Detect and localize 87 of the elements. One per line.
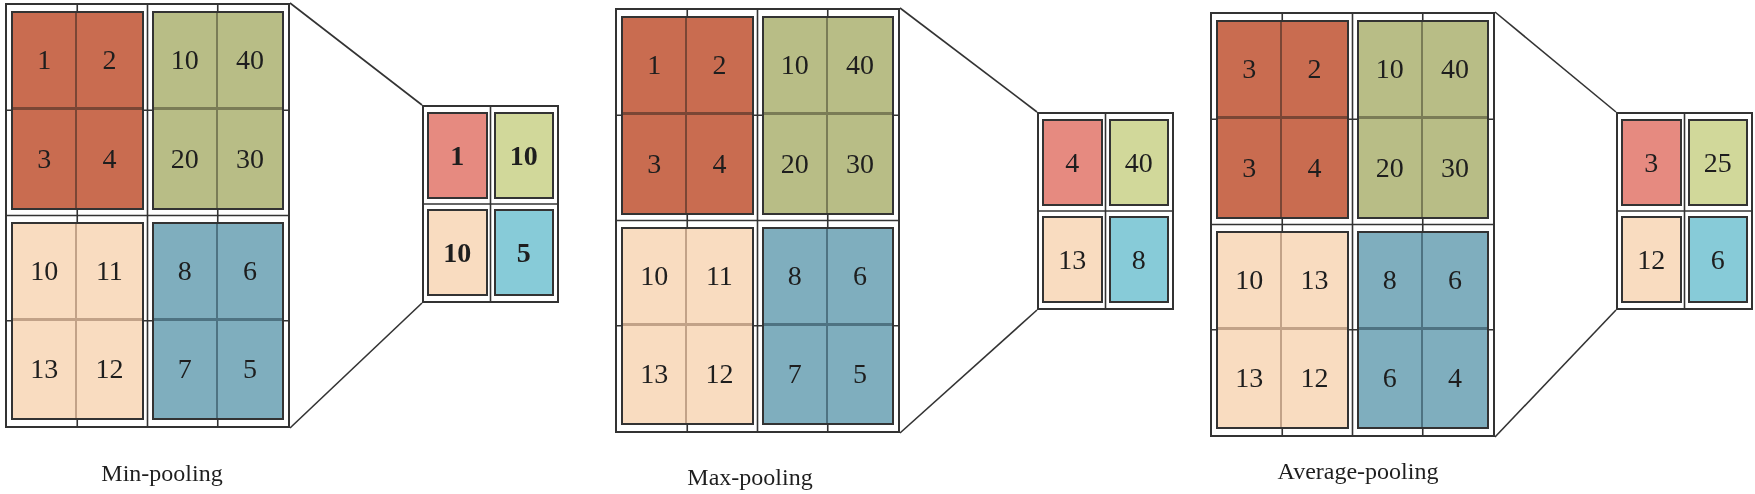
pooling-caption: Min-pooling [101,460,223,488]
matrix-cell: 10 [623,228,688,326]
matrix-cell: 30 [1422,119,1487,217]
matrix-cell: 3 [1218,22,1283,120]
pooling-window [151,221,284,420]
pooling-window [761,226,894,425]
zoom-line [899,309,1038,434]
matrix-cell: 3 [13,110,78,208]
pooled-cell: 10 [493,112,554,199]
output-matrix [1037,112,1174,310]
pooled-cell: 3 [1621,119,1682,206]
pooling-window [151,11,284,210]
matrix-cell: 4 [1422,329,1487,427]
pooled-cell: 6 [1687,216,1748,303]
zoom-line [1494,11,1617,113]
zoom-line [289,2,423,106]
matrix-cell: 13 [1282,232,1347,330]
pooled-cell: 25 [1687,119,1748,206]
output-matrix [1616,112,1753,310]
matrix-cell: 1 [13,13,78,111]
matrix-cell: 7 [153,320,218,418]
matrix-cell: 11 [687,228,752,326]
zoom-line [289,302,423,429]
matrix-cell: 6 [827,228,892,326]
matrix-cell: 20 [153,110,218,208]
matrix-cell: 8 [763,228,828,326]
matrix-cell: 6 [1422,232,1487,330]
pooling-window [621,16,754,215]
matrix-cell: 5 [217,320,282,418]
zoom-line [899,7,1038,113]
input-matrix [5,3,290,428]
matrix-cell: 10 [153,13,218,111]
pooled-cell: 40 [1108,119,1169,206]
matrix-cell: 8 [153,223,218,321]
matrix-cell: 10 [1358,22,1423,120]
matrix-cell: 20 [1358,119,1423,217]
matrix-cell: 4 [77,110,142,208]
pooled-cell: 1 [427,112,488,199]
output-matrix [422,105,559,303]
matrix-cell: 5 [827,325,892,423]
matrix-cell: 13 [1218,329,1283,427]
pooling-window [1356,230,1489,429]
matrix-cell: 40 [1422,22,1487,120]
matrix-cell: 30 [217,110,282,208]
pooling-caption: Average-pooling [1277,458,1439,486]
pooling-window [621,226,754,425]
matrix-cell: 6 [1358,329,1423,427]
input-matrix [1210,12,1495,437]
matrix-cell: 7 [763,325,828,423]
matrix-cell: 10 [1218,232,1283,330]
pooled-cell: 5 [493,209,554,296]
pooling-window [1216,230,1349,429]
matrix-cell: 2 [1282,22,1347,120]
pooled-cell: 12 [1621,216,1682,303]
matrix-cell: 10 [13,223,78,321]
pooled-cell: 4 [1042,119,1103,206]
matrix-cell: 13 [623,325,688,423]
pooling-window [1216,20,1349,219]
matrix-cell: 40 [827,18,892,116]
pooling-window [761,16,894,215]
matrix-cell: 2 [77,13,142,111]
matrix-cell: 1 [623,18,688,116]
pooling-window [1356,20,1489,219]
matrix-cell: 2 [687,18,752,116]
matrix-cell: 6 [217,223,282,321]
matrix-cell: 3 [1218,119,1283,217]
matrix-cell: 12 [1282,329,1347,427]
matrix-cell: 4 [687,115,752,213]
matrix-cell: 10 [763,18,828,116]
pooling-caption: Max-pooling [687,464,813,492]
matrix-cell: 4 [1282,119,1347,217]
matrix-cell: 8 [1358,232,1423,330]
pooling-window [11,221,144,420]
matrix-cell: 11 [77,223,142,321]
pooled-cell: 8 [1108,216,1169,303]
matrix-cell: 30 [827,115,892,213]
zoom-line [1494,309,1617,438]
matrix-cell: 12 [687,325,752,423]
matrix-cell: 13 [13,320,78,418]
matrix-cell: 12 [77,320,142,418]
matrix-cell: 40 [217,13,282,111]
input-matrix [615,8,900,433]
pooled-cell: 10 [427,209,488,296]
pooling-window [11,11,144,210]
matrix-cell: 20 [763,115,828,213]
matrix-cell: 3 [623,115,688,213]
pooled-cell: 13 [1042,216,1103,303]
